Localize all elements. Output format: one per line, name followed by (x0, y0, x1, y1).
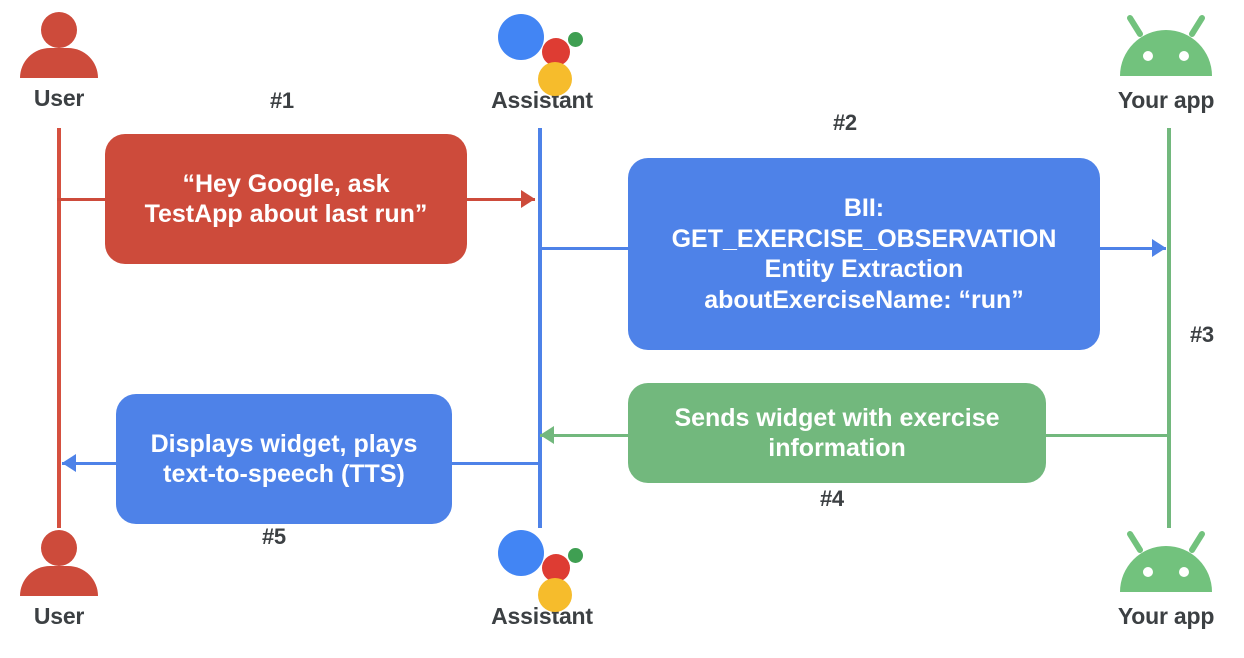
actor-assistant-top: Assistant (462, 8, 622, 112)
message-text-step-2: BII: GET_EXERCISE_OBSERVATION Entity Ext… (671, 194, 1057, 314)
step-label-3: #3 (1190, 322, 1214, 347)
message-text-step-4: Sends widget with exercise information (674, 403, 1000, 463)
arrowhead-step-3 (1152, 239, 1166, 257)
actor-user-top: User (0, 12, 139, 110)
arrowhead-step-4 (540, 426, 554, 444)
lifeline-assistant (538, 128, 542, 528)
actor-label-your-app-bottom: Your app (1117, 603, 1215, 629)
actor-assistant-bottom: Assistant (462, 524, 622, 628)
person-icon (20, 530, 98, 602)
message-box-step-2: BII: GET_EXERCISE_OBSERVATION Entity Ext… (628, 158, 1100, 350)
lifeline-user (57, 128, 61, 528)
actor-your-app-top: Your app (1086, 14, 1244, 112)
android-robot-icon (1114, 14, 1218, 86)
message-text-step-1: “Hey Google, ask TestApp about last run” (144, 169, 428, 229)
step-label-4: #4 (820, 486, 844, 511)
actor-label-user-bottom: User (33, 603, 85, 629)
message-box-step-1: “Hey Google, ask TestApp about last run” (105, 134, 467, 264)
actor-label-assistant-bottom: Assistant (491, 603, 593, 629)
google-assistant-icon (496, 8, 588, 96)
google-assistant-icon (496, 524, 588, 612)
actor-label-user-top: User (33, 85, 85, 111)
step-label-1: #1 (270, 88, 294, 113)
actor-label-your-app-top: Your app (1117, 87, 1215, 113)
message-box-step-4: Sends widget with exercise information (628, 383, 1046, 483)
lifeline-your-app (1167, 128, 1171, 528)
actor-label-assistant-top: Assistant (491, 87, 593, 113)
arrowhead-step-1 (521, 190, 535, 208)
step-label-5: #5 (262, 524, 286, 549)
person-icon (20, 12, 98, 84)
message-text-step-5: Displays widget, plays text-to-speech (T… (150, 429, 418, 489)
android-robot-icon (1114, 530, 1218, 602)
message-box-step-5: Displays widget, plays text-to-speech (T… (116, 394, 452, 524)
arrowhead-step-5 (62, 454, 76, 472)
actor-your-app-bottom: Your app (1086, 530, 1244, 628)
step-label-2: #2 (833, 110, 857, 135)
actor-user-bottom: User (0, 530, 139, 628)
